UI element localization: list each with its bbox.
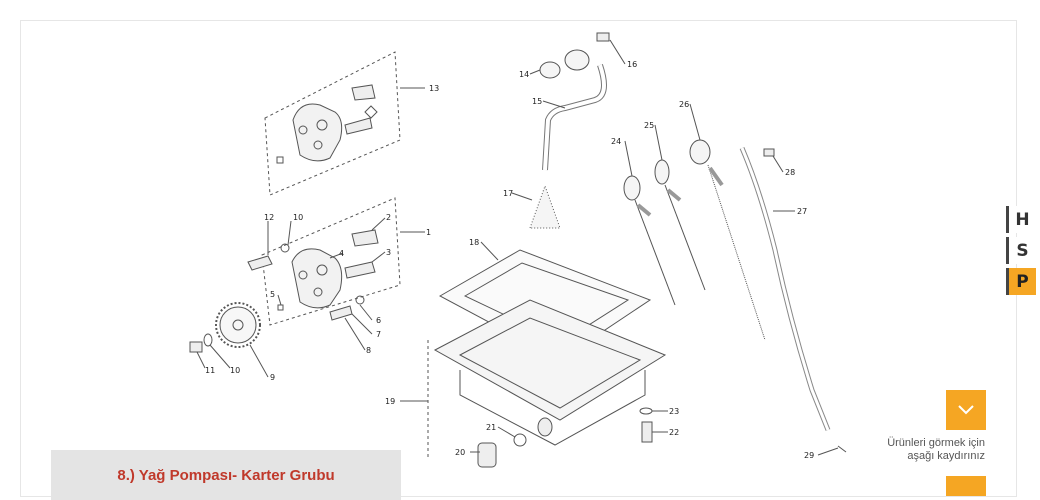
dipstick-24 <box>623 175 676 306</box>
callout-label: 14 <box>519 70 529 79</box>
upper-pump-body <box>292 103 343 162</box>
scroll-hint-line1: Ürünleri görmek için <box>887 437 985 449</box>
scroll-accent-strip <box>946 476 986 496</box>
bolt-7 <box>329 305 353 321</box>
callout-label: 9 <box>270 373 275 382</box>
callout-label: 10 <box>293 213 303 222</box>
washer-10-lower <box>203 333 213 347</box>
callout-label: 15 <box>532 97 542 106</box>
callout-label: 6 <box>376 316 381 325</box>
scroll-hint-text: Ürünleri görmek için aşağı kaydırınız <box>785 437 985 463</box>
dipstick-26 <box>689 139 766 341</box>
callout-label: 16 <box>627 60 637 69</box>
nut-11 <box>189 341 203 353</box>
plug-22 <box>641 421 653 443</box>
callout-label: 18 <box>469 238 479 247</box>
callout-label: 26 <box>679 100 689 109</box>
callout-label: 19 <box>385 397 395 406</box>
dipstick-25 <box>654 159 706 291</box>
bolt-16 <box>596 32 610 42</box>
callout-label: 11 <box>205 366 215 375</box>
oil-pan-19 <box>433 299 667 446</box>
washer-21 <box>513 433 527 447</box>
upper-pin <box>276 156 284 164</box>
callout-label: 3 <box>386 248 391 257</box>
washer-10-upper <box>280 243 290 253</box>
callout-label: 2 <box>386 213 391 222</box>
callout-label: 4 <box>339 249 344 258</box>
callout-label: 8 <box>366 346 371 355</box>
callout-label: 17 <box>503 189 513 198</box>
callout-label: 21 <box>486 423 496 432</box>
washer-23 <box>639 407 653 415</box>
callout-label: 20 <box>455 448 465 457</box>
upper-gear-shafts <box>344 84 378 135</box>
callout-label: 23 <box>669 407 679 416</box>
strainer-17 <box>529 184 561 229</box>
bolt-28 <box>763 148 775 157</box>
pin-5 <box>277 304 284 311</box>
callout-label: 22 <box>669 428 679 437</box>
diagram-caption: 8.) Yağ Pompası- Karter Grubu <box>51 450 401 500</box>
callout-label: 12 <box>264 213 274 222</box>
callout-label: 5 <box>270 290 275 299</box>
gasket-14 <box>539 61 561 79</box>
callout-label: 10 <box>230 366 240 375</box>
hsp-letter-p: P <box>1006 268 1036 295</box>
lower-pump-body <box>291 248 343 309</box>
pump-group-box-lower <box>261 197 401 326</box>
bolt-12 <box>247 255 273 271</box>
clip-29 <box>837 445 847 453</box>
callout-label: 24 <box>611 137 621 146</box>
sprocket-9 <box>215 302 261 348</box>
callout-label: 27 <box>797 207 807 216</box>
scroll-down-button[interactable] <box>946 390 986 430</box>
callout-label: 29 <box>804 451 814 460</box>
pump-group-box-upper <box>264 51 401 196</box>
chevron-down-icon <box>958 405 974 415</box>
callout-label: 28 <box>785 168 795 177</box>
callout-label: 25 <box>644 121 654 130</box>
flange-16 <box>564 49 590 71</box>
scroll-hint-line2: aşağı kaydırınız <box>907 450 985 462</box>
callout-label: 7 <box>376 330 381 339</box>
hsp-side-tab[interactable]: H S P <box>1006 204 1036 298</box>
callout-label: 1 <box>426 228 431 237</box>
caption-title: 8.) Yağ Pompası- Karter Grubu <box>117 466 335 484</box>
pickup-pipe-15 <box>542 64 607 171</box>
callout-label: 13 <box>429 84 439 93</box>
hsp-letter-h: H <box>1006 206 1036 233</box>
hsp-letter-s: S <box>1006 237 1036 264</box>
drain-plug-20 <box>477 442 497 468</box>
